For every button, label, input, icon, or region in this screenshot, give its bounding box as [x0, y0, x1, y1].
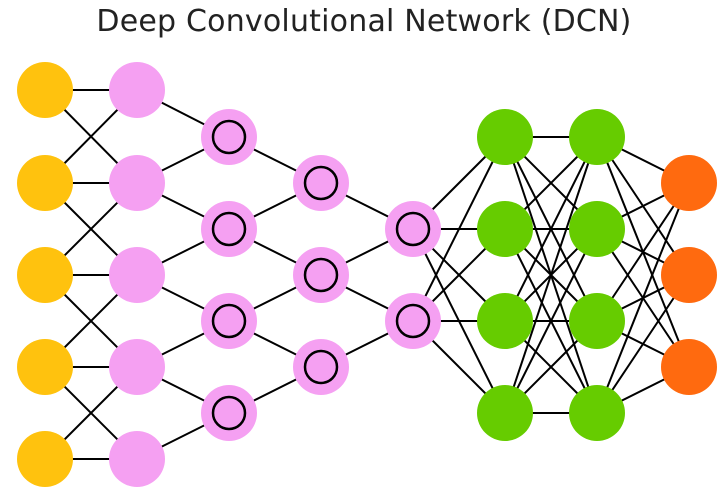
convolution-layer-1 — [201, 109, 257, 441]
input-node — [17, 339, 73, 395]
convolution-node — [201, 293, 257, 349]
kernel-node — [109, 155, 165, 211]
kernel-node — [109, 247, 165, 303]
output-node — [661, 155, 717, 211]
convolution-inner-ring — [303, 257, 339, 293]
convolution-inner-ring — [395, 303, 431, 339]
convolution-node — [293, 155, 349, 211]
hidden-node — [477, 385, 533, 441]
convolution-inner-ring — [211, 211, 247, 247]
neurons — [17, 62, 717, 487]
convolution-node — [385, 293, 441, 349]
connection-line — [504, 228, 598, 414]
convolution-inner-ring — [211, 395, 247, 431]
hidden-layer-1 — [477, 109, 533, 441]
convolution-inner-ring — [395, 211, 431, 247]
diagram-title: Deep Convolutional Network (DCN) — [96, 4, 632, 39]
convolution-inner-ring — [211, 303, 247, 339]
connection-line — [504, 136, 598, 414]
kernel-layer — [109, 62, 165, 487]
output-node — [661, 339, 717, 395]
kernel-node — [109, 62, 165, 118]
convolution-layer-2 — [293, 155, 349, 395]
hidden-node — [569, 293, 625, 349]
input-node — [17, 431, 73, 487]
convolution-node — [201, 109, 257, 165]
hidden-node — [477, 293, 533, 349]
connection-line — [596, 182, 690, 414]
convolution-inner-ring — [303, 165, 339, 201]
output-layer — [661, 155, 717, 395]
connection-line — [504, 136, 598, 322]
kernel-node — [109, 339, 165, 395]
convolution-inner-ring — [211, 119, 247, 155]
input-layer — [17, 62, 73, 487]
hidden-node — [569, 109, 625, 165]
input-node — [17, 62, 73, 118]
kernel-node — [109, 431, 165, 487]
input-node — [17, 155, 73, 211]
convolution-node — [293, 339, 349, 395]
input-node — [17, 247, 73, 303]
convolution-node — [201, 201, 257, 257]
hidden-layer-2 — [569, 109, 625, 441]
convolution-node — [385, 201, 441, 257]
convolution-node — [201, 385, 257, 441]
convolution-inner-ring — [303, 349, 339, 385]
hidden-node — [477, 201, 533, 257]
convolution-layer-3 — [385, 201, 441, 349]
hidden-node — [569, 385, 625, 441]
hidden-node — [569, 201, 625, 257]
convolution-node — [293, 247, 349, 303]
output-node — [661, 247, 717, 303]
connection-line — [412, 136, 506, 322]
hidden-node — [477, 109, 533, 165]
